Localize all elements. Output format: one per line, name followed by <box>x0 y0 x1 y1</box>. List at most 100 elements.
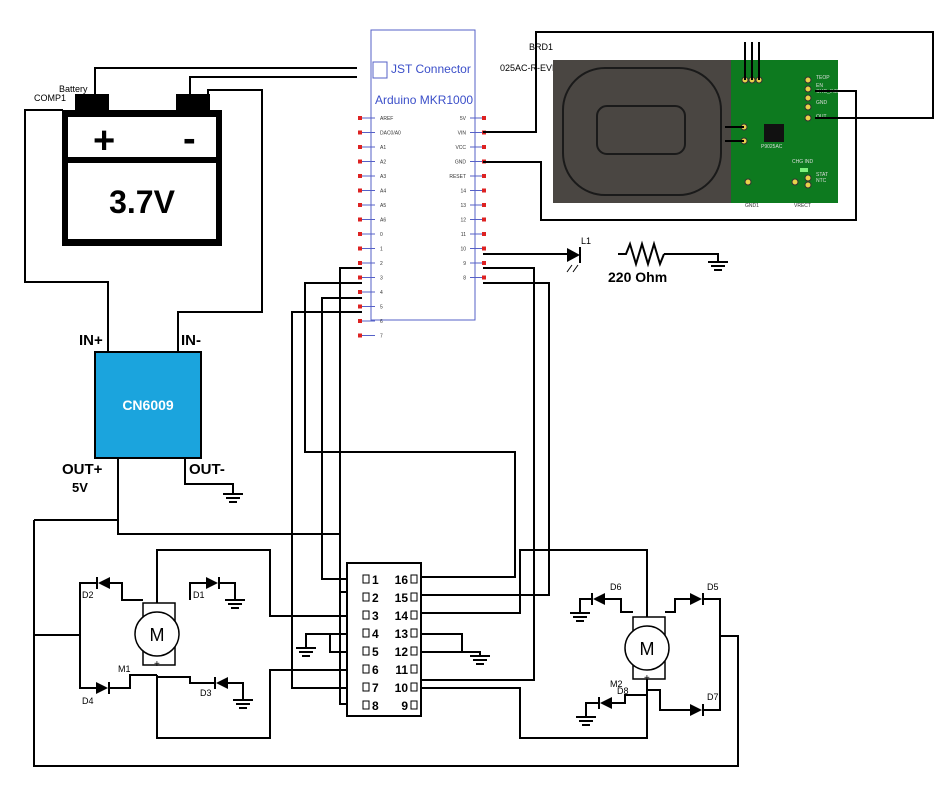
converter-out-minus: OUT- <box>189 461 225 478</box>
driver-pin-number: 9 <box>401 699 408 713</box>
driver-pin-notch <box>362 592 370 602</box>
driver-pin-number: 12 <box>395 645 409 659</box>
diode-icon <box>216 677 228 689</box>
driver-pin-number: 3 <box>372 609 379 623</box>
arduino-pin-pad <box>358 159 362 164</box>
arduino-pin-pad <box>482 116 486 120</box>
arduino-pin-pad <box>358 130 362 135</box>
charger-coil-area <box>553 60 731 203</box>
arduino-pin-label: 3 <box>380 276 383 282</box>
diode-icon <box>600 697 612 709</box>
driver-pin-notch <box>362 628 370 638</box>
arduino-pin-label: 11 <box>461 232 466 238</box>
wire <box>177 89 263 352</box>
battery-minus-sign: - <box>183 118 196 160</box>
arduino-pin-pad <box>358 290 362 294</box>
charger-bottom-pin: VRECT <box>794 203 811 209</box>
arduino-pin-label: A4 <box>380 189 386 195</box>
arduino-outline <box>370 29 476 321</box>
charger-pin-label: NTC <box>816 178 827 184</box>
converter-body <box>94 351 202 459</box>
driver-pin-notch <box>410 592 418 602</box>
diode-icon <box>593 593 605 605</box>
arduino-pin-pad <box>358 275 362 280</box>
arduino-pin-pad <box>482 217 486 222</box>
wire <box>483 90 857 221</box>
converter-name: CN6009 <box>122 397 174 413</box>
motor-symbol: M <box>150 625 165 645</box>
arduino-pin-pad <box>358 333 362 338</box>
charger-chip-label: P9025AC <box>761 144 783 150</box>
arduino-pin-pad <box>358 203 362 207</box>
ground-icon <box>470 655 490 665</box>
arduino-pin-pad <box>358 116 362 120</box>
arduino-pin-label: A3 <box>380 174 386 180</box>
driver-pin-number: 2 <box>372 591 379 605</box>
arduino-pin-label: RESET <box>449 174 466 180</box>
wire <box>421 282 550 596</box>
arduino-pin-pad <box>358 232 362 236</box>
motor-left-icon <box>134 611 180 657</box>
wire <box>305 633 347 648</box>
ground-icon <box>576 716 596 726</box>
driver-pin-number: 11 <box>395 663 408 677</box>
driver-pin-notch <box>362 646 370 656</box>
wire <box>321 297 362 580</box>
arduino-pin-label: 10 <box>460 247 466 253</box>
driver-pin-number: 1 <box>372 573 379 587</box>
wires <box>24 31 934 767</box>
arduino-mkr1000: JST Connector Arduino MKR1000 AREFDAC0/A… <box>358 29 486 340</box>
motor-symbol: M <box>640 639 655 659</box>
wire <box>421 679 648 739</box>
diode-label: D5 <box>707 582 719 592</box>
converter-out-plus: OUT+ <box>62 461 103 478</box>
arduino-pin-label: 5 <box>380 305 383 311</box>
arduino-pin-pad <box>358 174 362 178</box>
arduino-pin-label: A6 <box>380 218 386 224</box>
arduino-pin-label: 12 <box>460 218 466 224</box>
diode-icon <box>690 593 702 605</box>
driver-pin-notch <box>410 700 418 710</box>
motor-right: M + M2 D6 D5 D8 D7 <box>591 582 719 716</box>
battery-name: Battery <box>59 84 88 94</box>
driver-pin-notch <box>410 574 418 584</box>
wire <box>304 282 516 578</box>
charger-pad <box>804 85 812 93</box>
driver-pin-number: 6 <box>372 663 379 677</box>
battery-ref: COMP1 <box>34 93 66 103</box>
wire <box>421 267 535 681</box>
diode-label: D3 <box>200 688 212 698</box>
arduino-title: Arduino MKR1000 <box>375 93 473 107</box>
arduino-pin-label: A5 <box>380 203 386 209</box>
driver-pin-notch <box>410 682 418 692</box>
charger-pin-label: EN <box>816 83 823 89</box>
arduino-pin-label: A1 <box>380 145 386 151</box>
battery-label-face <box>68 163 216 239</box>
converter-out-voltage: 5V <box>72 480 88 495</box>
charger-pin-label: TEOP <box>816 75 830 81</box>
battery-terminal-plus <box>75 94 109 110</box>
boost-converter: CN6009 IN+ IN- OUT+ OUT- 5V <box>62 332 225 495</box>
resistor-symbol <box>618 240 665 268</box>
ground-icon <box>296 647 316 657</box>
arduino-pin-pad <box>482 275 486 280</box>
diode-label: D2 <box>82 590 94 600</box>
arduino-pin-pad <box>358 217 362 222</box>
charger-name: 025AC-R-EVK <box>500 63 558 73</box>
driver-body <box>346 562 422 717</box>
driver-pin-number: 5 <box>372 645 379 659</box>
wire <box>339 267 362 593</box>
arduino-pin-pad <box>482 145 486 149</box>
ground-icon <box>233 699 253 709</box>
arduino-pin-pad <box>358 261 362 265</box>
driver-pin-number: 7 <box>372 681 379 695</box>
driver-pin-notch <box>362 682 370 692</box>
charger-pin-label: STAT <box>816 172 828 178</box>
driver-pin-number: 13 <box>395 627 409 641</box>
wire <box>94 67 357 94</box>
